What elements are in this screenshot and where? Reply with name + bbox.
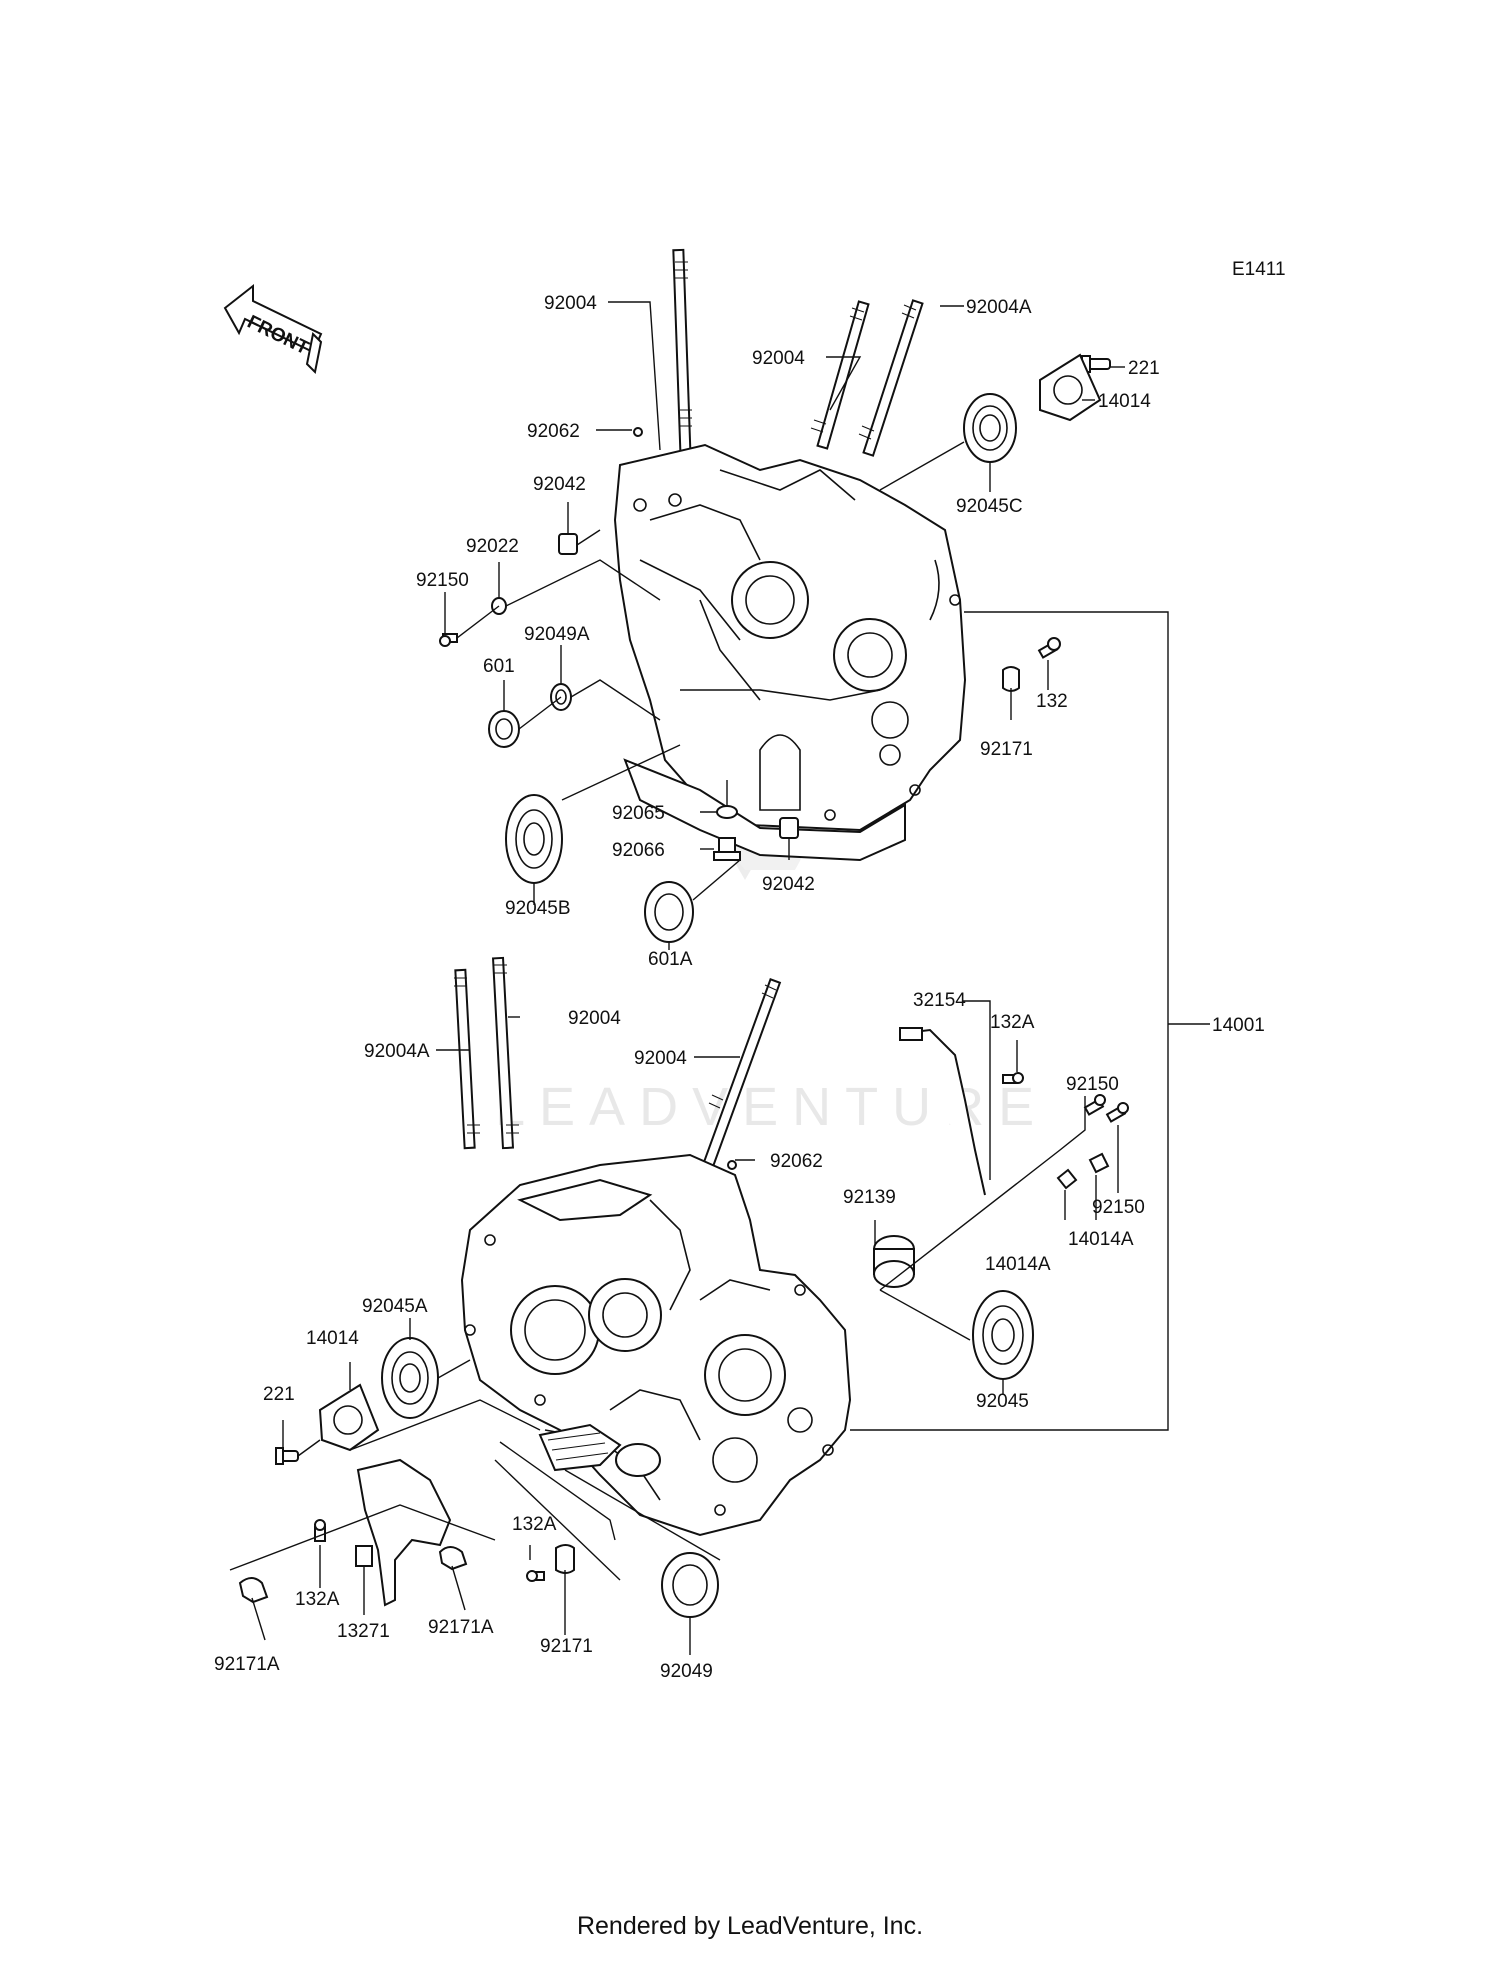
callout-92171a-b[interactable]: 92171A bbox=[214, 1654, 280, 1675]
callout-92045a[interactable]: 92045A bbox=[362, 1296, 428, 1317]
callout-221-b[interactable]: 221 bbox=[263, 1384, 295, 1405]
callout-labels: 92004 92004 92004A 221 14014 92062 92042… bbox=[214, 293, 1265, 1682]
bolt-132a-bottom bbox=[526, 1570, 545, 1582]
clamp-92171a-right bbox=[438, 1546, 468, 1571]
callout-92150-b[interactable]: 92150 bbox=[1066, 1074, 1119, 1095]
callout-132a-c[interactable]: 132A bbox=[295, 1589, 340, 1610]
callout-92150-c[interactable]: 92150 bbox=[1092, 1197, 1145, 1218]
callout-92004-d[interactable]: 92004 bbox=[634, 1048, 687, 1069]
washer-92065 bbox=[716, 805, 738, 819]
bolt-92150-right-b bbox=[1105, 1102, 1129, 1123]
callout-132a-a[interactable]: 132A bbox=[990, 1012, 1035, 1033]
callout-92065[interactable]: 92065 bbox=[612, 803, 665, 824]
callout-601a[interactable]: 601A bbox=[648, 949, 693, 970]
front-arrow-icon: FRONT bbox=[223, 283, 323, 375]
plate-13271 bbox=[355, 1545, 373, 1567]
bolt-221-lower bbox=[275, 1447, 299, 1465]
stud-92004a-lower bbox=[454, 968, 480, 1150]
plate-14014-upper bbox=[1039, 353, 1102, 422]
bolt-132a-lower-left bbox=[314, 1519, 326, 1542]
callout-14014-b[interactable]: 14014 bbox=[306, 1328, 359, 1349]
callout-92171-b[interactable]: 92171 bbox=[540, 1636, 593, 1657]
upper-crankcase-half bbox=[613, 248, 967, 862]
footer-credit: Rendered by LeadVenture, Inc. bbox=[576, 1912, 924, 1940]
bearing-92045 bbox=[972, 1290, 1034, 1380]
callout-221-a[interactable]: 221 bbox=[1128, 358, 1160, 379]
bearing-92045b bbox=[505, 794, 563, 884]
bearing-92045a bbox=[381, 1337, 439, 1419]
bush-92139 bbox=[873, 1235, 915, 1288]
callout-92042-a[interactable]: 92042 bbox=[533, 474, 586, 495]
small-upper-parts bbox=[439, 353, 1111, 943]
stud-92004-upper-short bbox=[810, 300, 870, 450]
callout-92004-b[interactable]: 92004 bbox=[752, 348, 805, 369]
callout-92171-a[interactable]: 92171 bbox=[980, 739, 1033, 760]
callout-14014-a[interactable]: 14014 bbox=[1098, 391, 1151, 412]
dowel-92042-upper bbox=[558, 533, 578, 555]
callout-92045[interactable]: 92045 bbox=[976, 1391, 1029, 1412]
plate-14014-lower bbox=[318, 1383, 380, 1452]
stud-92004-lower-left bbox=[491, 956, 519, 1150]
callout-92045b[interactable]: 92045B bbox=[505, 898, 571, 919]
bracket bbox=[356, 1458, 452, 1607]
callout-92062-b[interactable]: 92062 bbox=[770, 1151, 823, 1172]
callout-92049a[interactable]: 92049A bbox=[524, 624, 590, 645]
callout-92004a-a[interactable]: 92004A bbox=[966, 297, 1032, 318]
plug-92066 bbox=[713, 837, 741, 861]
bearing-601a bbox=[644, 881, 694, 943]
callout-92004a-b[interactable]: 92004A bbox=[364, 1041, 430, 1062]
callout-92004-c[interactable]: 92004 bbox=[568, 1008, 621, 1029]
clip-14014a-a bbox=[1056, 1168, 1078, 1190]
bolt-92150-right-a bbox=[1083, 1094, 1106, 1116]
diagram-code: E1411 bbox=[1232, 259, 1286, 280]
callout-14001[interactable]: 14001 bbox=[1212, 1015, 1265, 1036]
callout-92066[interactable]: 92066 bbox=[612, 840, 665, 861]
callout-92062-a[interactable]: 92062 bbox=[527, 421, 580, 442]
callout-601[interactable]: 601 bbox=[483, 656, 515, 677]
bolt-132a-right bbox=[1002, 1072, 1024, 1084]
bolt-132 bbox=[1037, 637, 1061, 659]
callout-14014a-b[interactable]: 14014A bbox=[985, 1254, 1051, 1275]
lower-crankcase-half bbox=[454, 956, 852, 1537]
callout-32154[interactable]: 32154 bbox=[913, 990, 966, 1011]
bearing-92045c bbox=[963, 393, 1017, 463]
callout-132a-b[interactable]: 132A bbox=[512, 1514, 557, 1535]
callout-92022[interactable]: 92022 bbox=[466, 536, 519, 557]
clamp-92171-lower bbox=[555, 1544, 575, 1574]
stud-92004a-upper bbox=[858, 299, 924, 457]
pipe-32154 bbox=[904, 1028, 986, 1196]
leader-lines bbox=[229, 301, 1210, 1655]
callout-14014a-a[interactable]: 14014A bbox=[1068, 1229, 1134, 1250]
callout-132[interactable]: 132 bbox=[1036, 691, 1068, 712]
callout-92042-b[interactable]: 92042 bbox=[762, 874, 815, 895]
callout-92171a-a[interactable]: 92171A bbox=[428, 1617, 494, 1638]
callout-92049[interactable]: 92049 bbox=[660, 1661, 713, 1682]
stud-92004-upper-long bbox=[672, 248, 692, 462]
stud-92004-lower-right bbox=[700, 978, 782, 1172]
plug-92062-upper bbox=[633, 427, 643, 437]
callout-13271[interactable]: 13271 bbox=[337, 1621, 390, 1642]
dowel-92042-lower bbox=[779, 817, 799, 839]
clamp-92171-upper bbox=[1002, 666, 1020, 692]
seal-92049 bbox=[661, 1552, 719, 1618]
callout-92150-a[interactable]: 92150 bbox=[416, 570, 469, 591]
callout-92004-a[interactable]: 92004 bbox=[544, 293, 597, 314]
plug-92062-lower bbox=[727, 1160, 737, 1170]
callout-92139[interactable]: 92139 bbox=[843, 1187, 896, 1208]
small-lower-parts bbox=[238, 1027, 1129, 1618]
bolt-92150-left bbox=[439, 633, 458, 647]
bearing-601 bbox=[488, 710, 520, 748]
clamp-92171a-left bbox=[238, 1577, 269, 1604]
callout-92045c[interactable]: 92045C bbox=[956, 496, 1023, 517]
clip-14014a-b bbox=[1088, 1152, 1110, 1174]
